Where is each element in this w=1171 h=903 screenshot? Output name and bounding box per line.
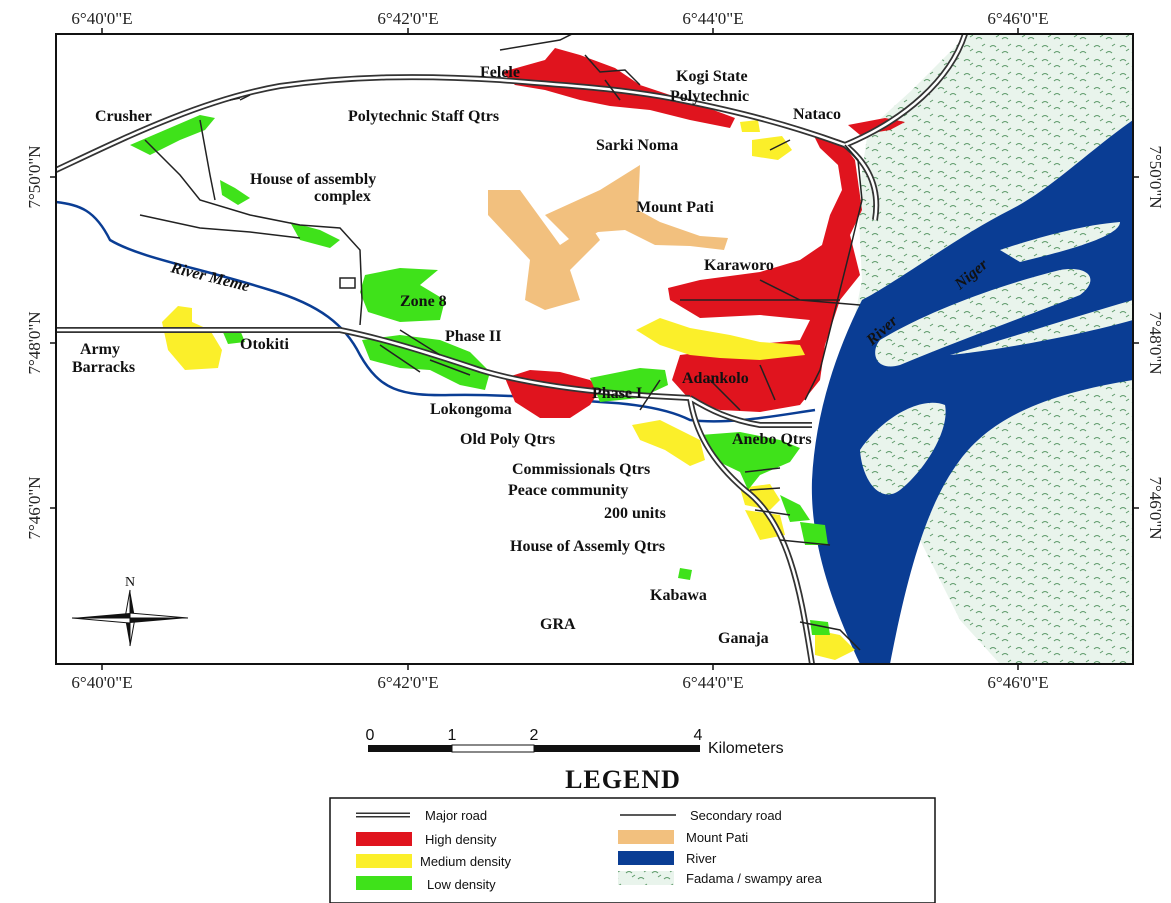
left-latitude-labels: 7°50'0"N 7°48'0"N 7°46'0"N <box>25 145 44 539</box>
place-label-karaworo: Karaworo <box>704 257 774 274</box>
place-label-ganaja: Ganaja <box>718 630 769 647</box>
place-label-zone8: Zone 8 <box>400 293 447 310</box>
river-label-meme: River Meme <box>168 259 251 295</box>
place-label-200-units: 200 units <box>604 505 666 522</box>
bottom-longitude-labels: 6°40'0"E 6°42'0"E 6°44'0"E 6°46'0"E <box>71 673 1048 692</box>
secondary-roads <box>139 34 863 651</box>
river-meme-shape <box>56 200 816 423</box>
map-body <box>56 34 1133 664</box>
legend-mount-pati: Mount Pati <box>686 830 748 845</box>
mount-pati-shape <box>488 190 600 310</box>
scale-tick: 1 <box>448 727 457 744</box>
scale-bar: 0 1 2 4 Kilometers <box>366 727 784 757</box>
place-label-felele: Felele <box>480 64 520 81</box>
mount-pati-shape <box>545 165 728 250</box>
place-label-barracks: Barracks <box>72 359 135 376</box>
lon-label: 6°42'0"E <box>377 673 438 692</box>
legend-title: LEGEND <box>565 765 681 794</box>
place-label-phase2: Phase II <box>445 328 501 345</box>
place-label-adankolo: Adankolo <box>682 370 749 387</box>
legend-medium-density: Medium density <box>420 854 512 869</box>
right-latitude-labels: 7°50'0"N 7°48'0"N 7°46'0"N <box>1146 145 1165 539</box>
place-label-lokongoma: Lokongoma <box>430 401 512 418</box>
legend-high-density: High density <box>425 832 497 847</box>
legend-swatch-mount-pati <box>618 830 674 844</box>
lon-label: 6°40'0"E <box>71 673 132 692</box>
lat-label: 7°48'0"N <box>1146 311 1165 374</box>
place-label-sarki-noma: Sarki Noma <box>596 137 678 154</box>
place-label-nataco: Nataco <box>793 106 841 123</box>
legend-swatch-high <box>356 832 412 846</box>
river-island <box>1000 222 1120 262</box>
legend-major-road: Major road <box>425 808 487 823</box>
lat-label: 7°50'0"N <box>25 145 44 208</box>
lon-label: 6°42'0"E <box>377 9 438 28</box>
river-island <box>875 269 1091 367</box>
top-longitude-labels: 6°40'0"E 6°42'0"E 6°44'0"E 6°46'0"E <box>71 9 1048 28</box>
place-label-polytechnic: Polytechnic <box>670 88 749 105</box>
lon-label: 6°44'0"E <box>682 9 743 28</box>
lon-label: 6°46'0"E <box>987 9 1048 28</box>
legend-swatch-fadama <box>618 871 674 885</box>
major-roads <box>56 34 968 664</box>
lon-label: 6°44'0"E <box>682 673 743 692</box>
scale-tick: 0 <box>366 727 375 744</box>
frame-ticks <box>50 28 1139 670</box>
place-label-old-poly: Old Poly Qtrs <box>460 431 555 448</box>
place-label-commissionals: Commissionals Qtrs <box>512 461 650 478</box>
legend-secondary-road: Secondary road <box>690 808 782 823</box>
place-label-kabawa: Kabawa <box>650 587 707 604</box>
place-label-mount-pati: Mount Pati <box>636 199 714 216</box>
lon-label: 6°46'0"E <box>987 673 1048 692</box>
lat-label: 7°48'0"N <box>25 311 44 374</box>
legend: Major road Secondary road High density M… <box>329 797 936 903</box>
place-label-house-assembly: House of assembly <box>250 171 376 188</box>
legend-low-density: Low density <box>427 877 496 892</box>
medium-density-areas <box>162 120 855 660</box>
place-label-phase1: Phase I <box>592 385 642 402</box>
lat-label: 7°50'0"N <box>1146 145 1165 208</box>
place-label-otokiti: Otokiti <box>240 336 289 353</box>
place-label-polytechnic-staff-qtrs: Polytechnic Staff Qtrs <box>348 108 499 125</box>
place-label-army: Army <box>80 341 120 358</box>
scale-tick: 4 <box>694 727 703 744</box>
place-label-kogi-state: Kogi State <box>676 68 748 85</box>
place-label-gra: GRA <box>540 616 576 633</box>
place-label-anebo: Anebo Qtrs <box>732 431 812 448</box>
north-arrow: N <box>71 575 189 647</box>
map-frame <box>55 33 1134 665</box>
river-island <box>860 402 946 495</box>
legend-swatch-medium <box>356 854 412 868</box>
legend-swatch-river <box>618 851 674 865</box>
low-density-areas <box>130 115 830 635</box>
place-label-complex: complex <box>314 188 371 205</box>
lat-label: 7°46'0"N <box>25 476 44 539</box>
place-label-peace: Peace community <box>508 482 628 499</box>
river-niger-shape <box>811 120 1133 664</box>
lat-label: 7°46'0"N <box>1146 476 1165 539</box>
lon-label: 6°40'0"E <box>71 9 132 28</box>
place-label-crusher: Crusher <box>95 108 152 125</box>
legend-swatch-low <box>356 876 412 890</box>
legend-river: River <box>686 851 717 866</box>
legend-fadama: Fadama / swampy area <box>686 871 823 886</box>
scale-tick: 2 <box>530 727 539 744</box>
place-label-house-assemly-qtrs: House of Assemly Qtrs <box>510 538 665 555</box>
scale-unit: Kilometers <box>708 740 784 757</box>
north-label: N <box>125 575 135 590</box>
place-labels: Felele Kogi State Polytechnic Crusher Po… <box>72 64 841 647</box>
